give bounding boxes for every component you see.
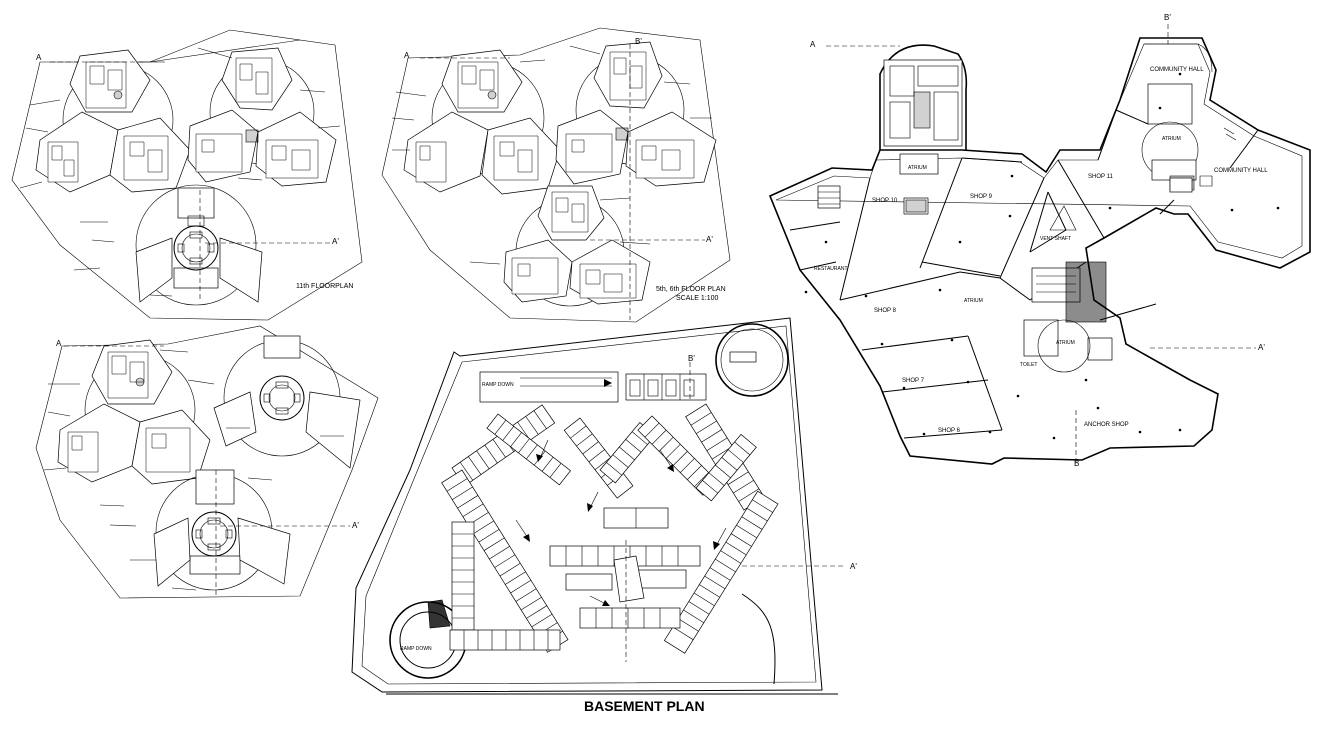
- label-vent-shaft: VENT SHAFT: [1040, 236, 1071, 242]
- ground-columns: [804, 72, 1280, 440]
- wing-lower-5th: [503, 185, 651, 307]
- floor56-scale: SCALE 1:100: [676, 295, 719, 302]
- parking-top: [625, 373, 707, 401]
- floorplan-11th: A A' 11th FLOORPLAN: [11, 29, 363, 321]
- section-mark-a-2: A: [404, 51, 410, 60]
- section-mark-a-3: A: [56, 339, 62, 348]
- label-restaurant: RESTAURANT: [814, 266, 848, 272]
- label-anchor-shop: ANCHOR SHOP: [1084, 422, 1129, 428]
- floorplan-5th-6th: A A' B' 5th, 6th FLOOR PLAN SCALE 1:100: [381, 27, 731, 323]
- wing-right-5th: [555, 41, 717, 187]
- ramp-note-bottom: RAMP DOWN: [400, 646, 432, 652]
- section-mark-a-prime-2: A': [706, 235, 713, 244]
- basement-title: BASEMENT PLAN: [584, 698, 705, 714]
- basement-plan: A' B' RAMP DOWN RAMP DOWN BASEMENT PLAN: [351, 317, 857, 714]
- core-11th: [135, 184, 263, 306]
- wing-right-11th: [187, 47, 337, 187]
- wing-left-5th: [403, 49, 561, 195]
- community-hall-block: [1141, 43, 1213, 191]
- label-shop-6: SHOP 6: [938, 428, 961, 434]
- label-atrium-lower: ATRIUM: [1056, 340, 1075, 346]
- label-toilet: TOILET: [1020, 362, 1037, 368]
- section-mark-a-prime-4: A': [850, 562, 857, 571]
- wing-left-11th: [35, 49, 191, 193]
- label-atrium-top: ATRIUM: [1162, 136, 1181, 142]
- section-mark-a-prime-5: A': [1258, 343, 1265, 352]
- floor56-caption: 5th, 6th FLOOR PLAN: [656, 286, 726, 293]
- ramp-note-top: RAMP DOWN: [482, 382, 514, 388]
- ground-partitions: [789, 109, 1259, 439]
- floor11-caption: 11th FLOORPLAN: [296, 283, 353, 290]
- parking-ring: [441, 403, 779, 654]
- label-shop-11: SHOP 11: [1088, 174, 1113, 180]
- section-mark-a: A: [36, 53, 42, 62]
- label-community-hall-2: COMMUNITY HALL: [1214, 168, 1268, 174]
- traffic-arrows: [515, 439, 727, 606]
- office-block: [879, 44, 968, 150]
- label-shop-8: SHOP 8: [874, 308, 897, 314]
- wing-left-typ: [57, 339, 211, 485]
- core-typ-lower: [153, 469, 291, 591]
- section-mark-a-5: A: [810, 40, 816, 49]
- label-community-hall-1: COMMUNITY HALL: [1150, 67, 1204, 73]
- section-mark-b-prime-4: B': [688, 354, 695, 363]
- section-mark-b-prime-2: B': [635, 37, 642, 46]
- label-shop-10: SHOP 10: [872, 198, 898, 204]
- section-mark-b-5: B: [1074, 459, 1079, 468]
- floorplan-typical: A A': [35, 325, 379, 599]
- ground-cores: [817, 127, 1237, 373]
- label-shop-9: SHOP 9: [970, 194, 993, 200]
- label-atrium-office: ATRIUM: [908, 165, 927, 171]
- section-mark-a-prime: A': [332, 237, 339, 246]
- core-typ-right: [213, 335, 361, 469]
- section-mark-a-prime-3: A': [352, 521, 359, 530]
- label-shop-7: SHOP 7: [902, 378, 925, 384]
- label-atrium-mid: ATRIUM: [964, 298, 983, 304]
- section-mark-b-prime-5: B': [1164, 13, 1171, 22]
- floorplan-ground: A B' A' B COMMUNITY HALL COMMUNITY HALL …: [768, 13, 1311, 468]
